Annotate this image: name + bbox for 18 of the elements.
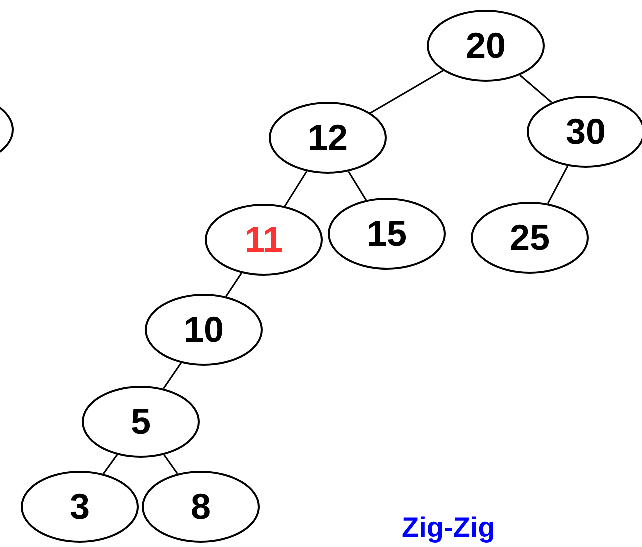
edge-line [348, 171, 367, 201]
node-value: 25 [510, 217, 550, 259]
edge-line [520, 74, 552, 104]
node-value: 15 [366, 213, 408, 255]
node-value: 12 [308, 117, 348, 159]
node-value: 30 [566, 111, 606, 153]
node-value: 3 [70, 486, 90, 528]
edge-line [164, 454, 178, 474]
edge-line [103, 454, 118, 474]
edge-line [370, 70, 444, 114]
caption-text: Zig-Zig [402, 512, 496, 544]
edge-line [547, 166, 569, 204]
node-value: 10 [184, 309, 224, 351]
edge-line [284, 171, 308, 207]
node-value: 5 [130, 401, 152, 443]
node-value: 11 [244, 219, 284, 261]
node-value: 20 [466, 25, 506, 67]
node-value: 8 [190, 486, 212, 528]
